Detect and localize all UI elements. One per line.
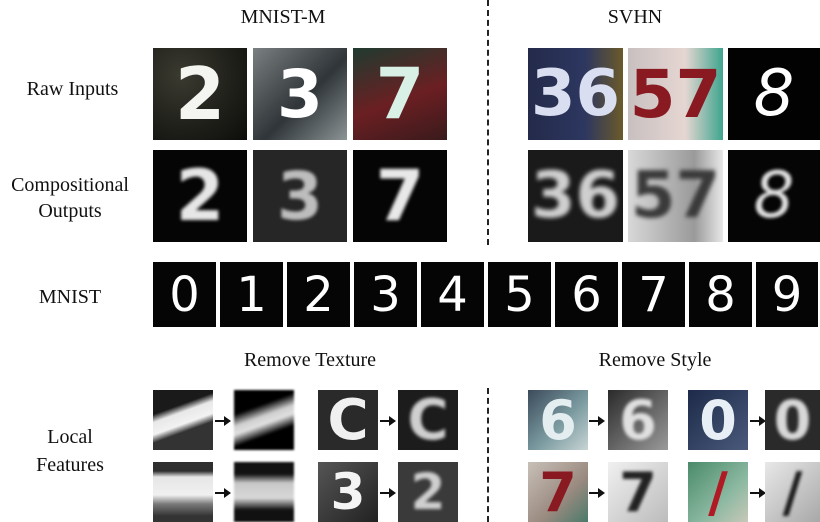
mnistm-raw-3: 3	[253, 48, 347, 140]
mnist-digit-5: 5	[488, 262, 551, 327]
mnistm-out-3: 3	[253, 150, 347, 242]
mnist-digit-1: 1	[220, 262, 283, 327]
arrow-icon	[589, 488, 605, 498]
mnist-digit-6: 6	[555, 262, 618, 327]
arrow-icon	[380, 416, 396, 426]
header-svhn: SVHN	[607, 6, 663, 28]
divider-bottom	[487, 388, 489, 522]
svhn-raw-8: 8	[728, 48, 820, 140]
texture-patch-1-after	[234, 390, 294, 450]
arrow-icon	[750, 488, 766, 498]
style-patch-2-after: 0	[765, 390, 820, 450]
arrow-icon	[215, 488, 231, 498]
svhn-out-36: 36	[528, 150, 623, 242]
texture-patch-3-after	[234, 462, 294, 522]
mnistm-out-7: 7	[353, 150, 447, 242]
style-patch-3-after: 7	[608, 462, 668, 522]
mnist-digit-3: 3	[354, 262, 417, 327]
mnist-digit-4: 4	[421, 262, 484, 327]
texture-patch-4-after: 2	[398, 462, 458, 522]
label-mnist: MNIST	[38, 286, 102, 308]
style-patch-1-before: 6	[528, 390, 588, 450]
mnistm-raw-7: 7	[353, 48, 447, 140]
svhn-out-57: 57	[628, 150, 723, 242]
texture-patch-4-before: 3	[318, 462, 378, 522]
header-remove-style: Remove Style	[598, 349, 712, 371]
style-patch-1-after: 6	[608, 390, 668, 450]
svhn-raw-57: 57	[628, 48, 723, 140]
header-remove-texture: Remove Texture	[243, 349, 377, 371]
texture-patch-2-before: C	[318, 390, 378, 450]
svhn-out-8: 8	[728, 150, 820, 242]
style-patch-2-before: 0	[688, 390, 748, 450]
mnistm-raw-2: 2	[153, 48, 247, 140]
label-features: Features	[36, 454, 104, 476]
arrow-icon	[215, 416, 231, 426]
style-patch-4-before: /	[688, 462, 748, 522]
texture-patch-3-before	[153, 462, 213, 522]
label-local: Local	[47, 426, 93, 448]
arrow-icon	[750, 416, 766, 426]
label-raw-inputs: Raw Inputs	[26, 78, 119, 100]
texture-patch-1-before	[153, 390, 213, 450]
style-patch-4-after: /	[765, 462, 820, 522]
svhn-raw-36: 36	[528, 48, 623, 140]
mnistm-out-2: 2	[153, 150, 247, 242]
arrow-icon	[380, 488, 396, 498]
mnist-digit-8: 8	[689, 262, 752, 327]
arrow-icon	[589, 416, 605, 426]
mnist-digit-2: 2	[287, 262, 350, 327]
label-compositional: Compositional	[11, 174, 129, 196]
divider-top	[487, 0, 489, 245]
mnist-digit-9: 9	[756, 262, 818, 327]
texture-patch-2-after: C	[398, 390, 458, 450]
mnist-digit-0: 0	[153, 262, 216, 327]
header-mnist-m: MNIST-M	[240, 6, 326, 28]
mnist-digit-7: 7	[622, 262, 685, 327]
label-outputs: Outputs	[38, 200, 102, 222]
style-patch-3-before: 7	[528, 462, 588, 522]
